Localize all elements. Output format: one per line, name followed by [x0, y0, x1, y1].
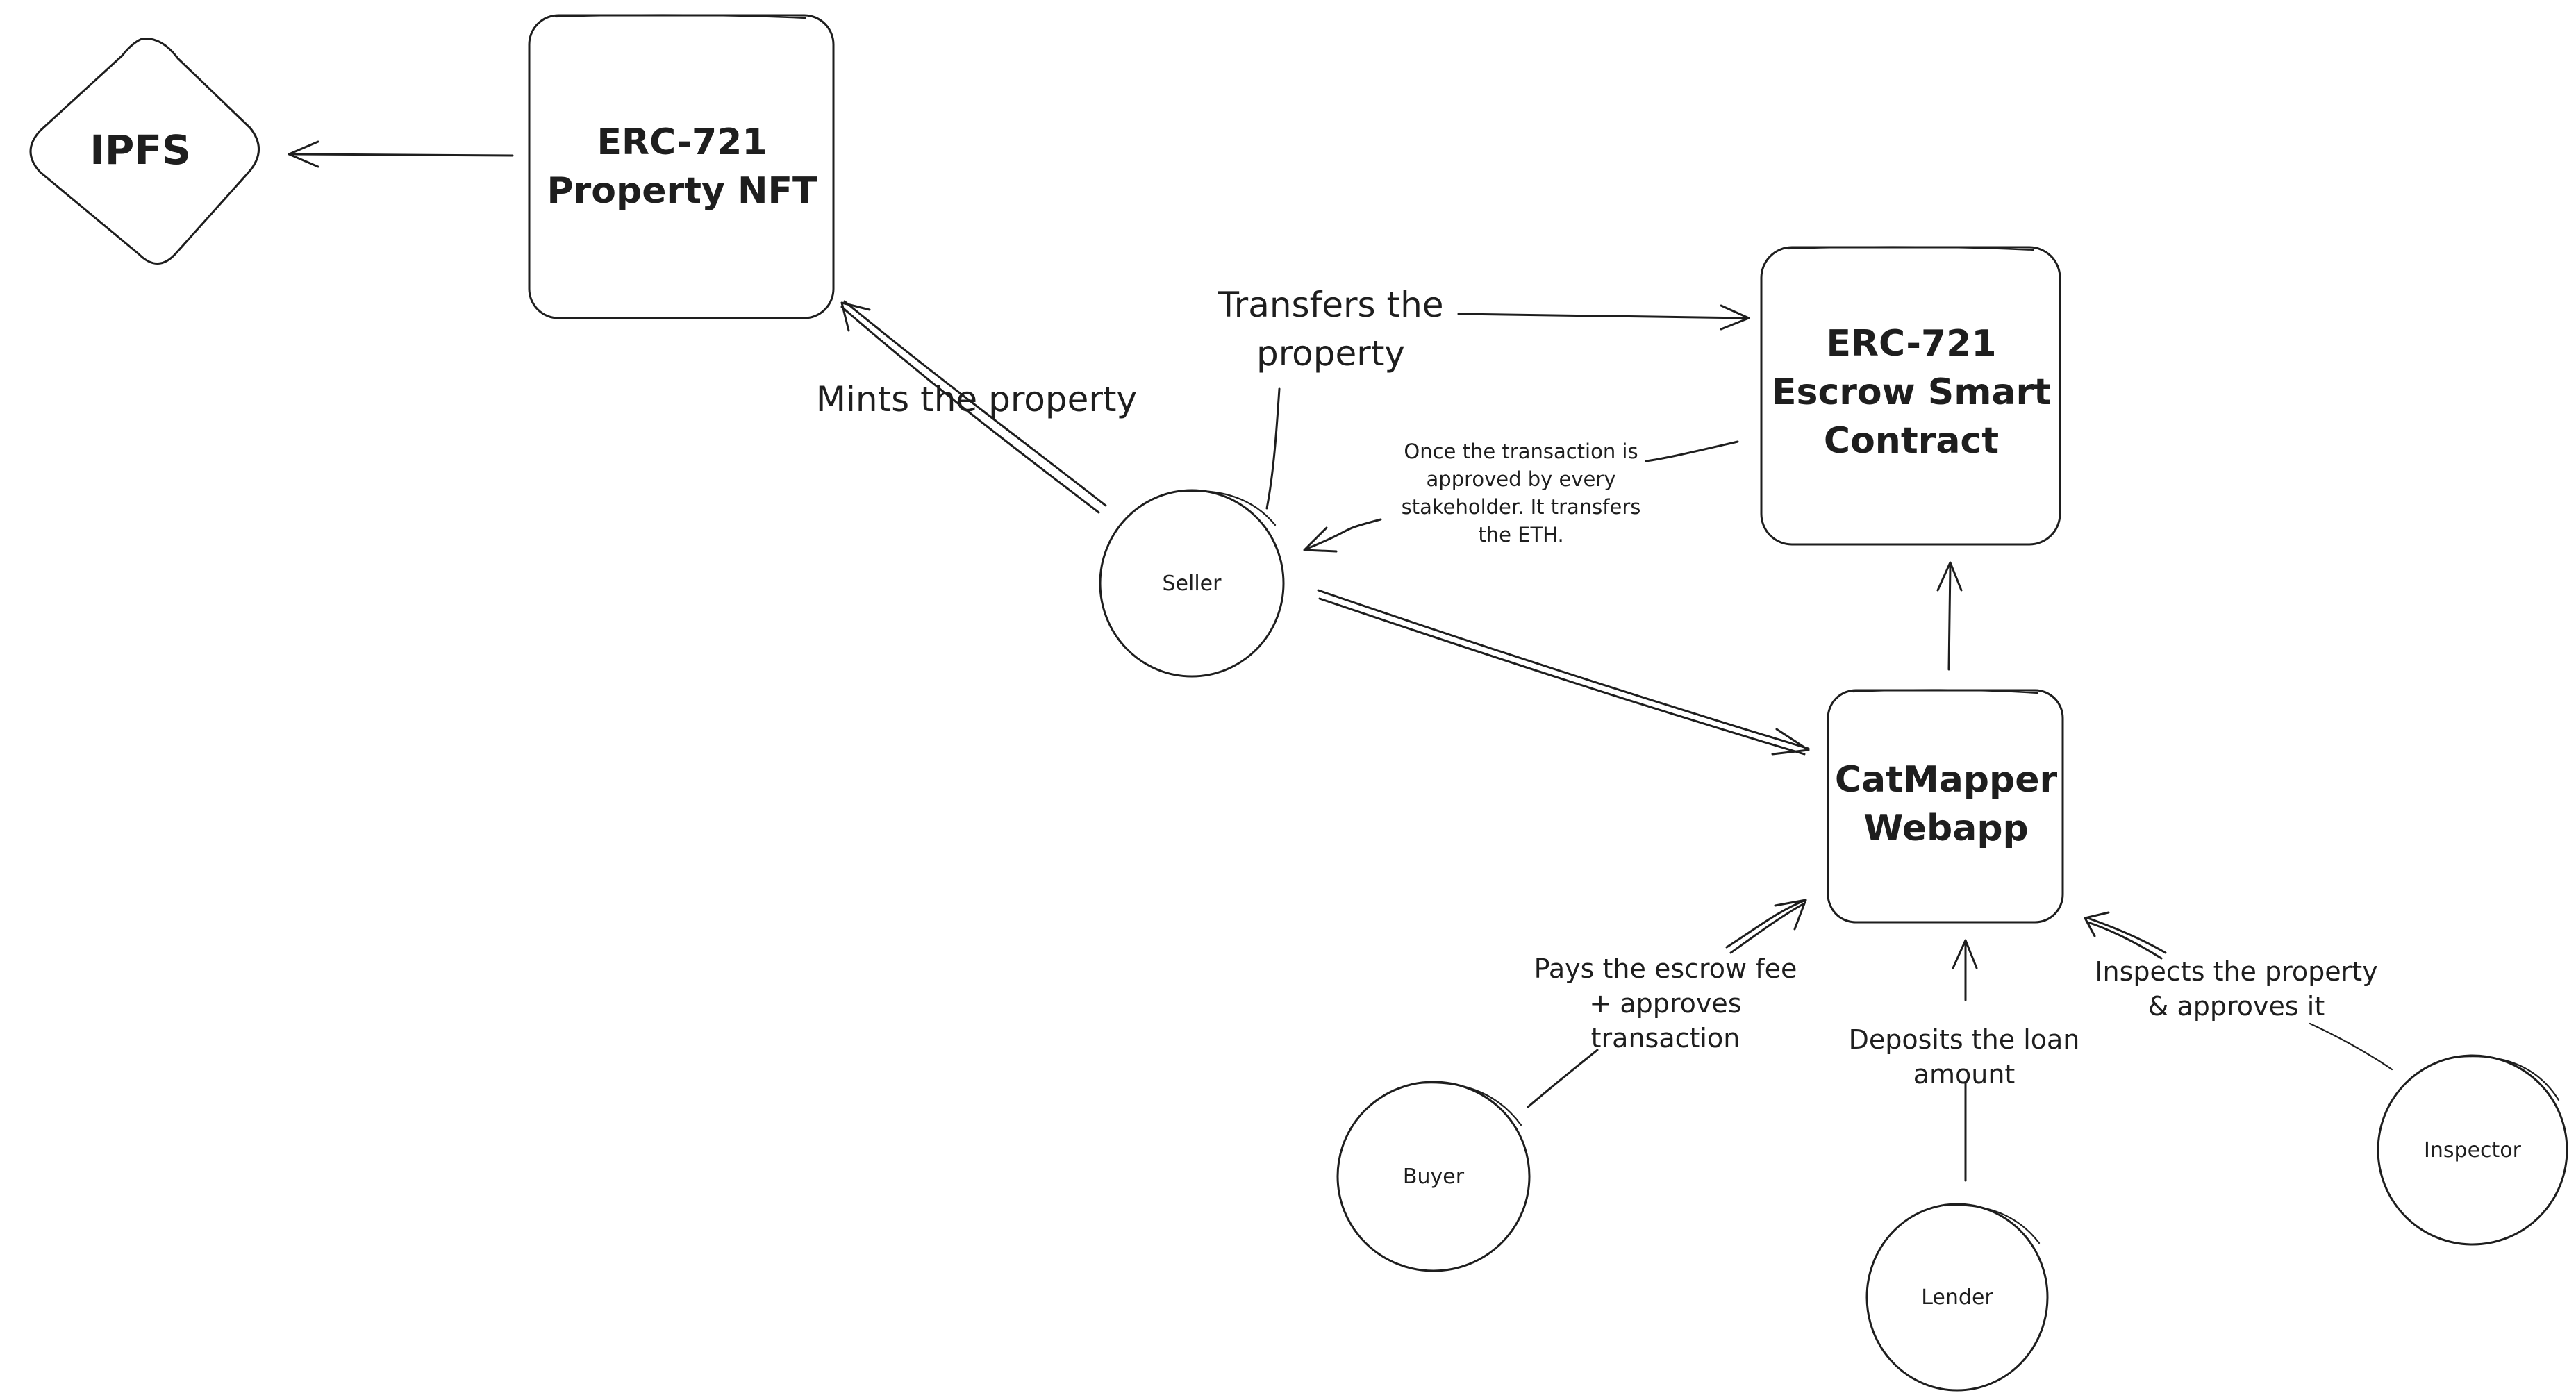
deposits-label-1: Deposits the loan [1849, 1024, 2080, 1055]
eth-label-4: the ETH. [1478, 523, 1563, 547]
ipfs-node: IPFS [29, 38, 260, 265]
edge-seller-to-webapp [1317, 589, 1810, 756]
buyer-node: Buyer [1336, 1081, 1531, 1272]
edge-escrow-to-seller [1303, 440, 1739, 553]
mints-label: Mints the property [816, 379, 1137, 419]
edge-lender-to-webapp [1952, 939, 1978, 1182]
seller-node: Seller [1099, 489, 1285, 678]
ipfs-label: IPFS [90, 126, 190, 174]
property-nft-label-1: ERC-721 [597, 122, 767, 163]
deposits-label: Deposits the loan amount [1849, 1024, 2080, 1090]
deposits-label-2: amount [1913, 1059, 2016, 1090]
edge-inspector-to-webapp [2084, 911, 2393, 1071]
property-nft-node: ERC-721 Property NFT [528, 14, 835, 319]
eth-transfer-label: Once the transaction is approved by ever… [1402, 440, 1641, 547]
edge-seller-to-nft [840, 300, 1107, 514]
escrow-label-2: Escrow Smart [1772, 372, 2051, 413]
inspector-label: Inspector [2424, 1138, 2522, 1162]
eth-label-1: Once the transaction is [1404, 440, 1638, 463]
pays-label-1: Pays the escrow fee [1534, 953, 1797, 984]
edge-seller-to-escrow [1265, 304, 1750, 510]
lender-label: Lender [1921, 1285, 1993, 1310]
buyer-label: Buyer [1403, 1165, 1465, 1189]
lender-node: Lender [1865, 1203, 2049, 1392]
inspects-label: Inspects the property & approves it [2095, 956, 2377, 1022]
edge-nft-to-ipfs [288, 140, 514, 168]
eth-label-2: approved by every [1427, 467, 1616, 491]
inspector-node: Inspector [2377, 1054, 2568, 1246]
pays-fee-label: Pays the escrow fee + approves transacti… [1534, 953, 1797, 1053]
escrow-label-3: Contract [1824, 420, 1999, 462]
webapp-label-1: CatMapper [1835, 759, 2058, 801]
inspects-label-2: & approves it [2148, 991, 2325, 1022]
mints-label-text: Mints the property [816, 379, 1137, 419]
property-nft-label-2: Property NFT [547, 170, 818, 212]
edge-webapp-to-escrow [1936, 561, 1963, 671]
catmapper-webapp-node: CatMapper Webapp [1827, 689, 2064, 924]
seller-label: Seller [1163, 572, 1222, 596]
eth-label-3: stakeholder. It transfers [1402, 495, 1641, 519]
edge-buyer-to-webapp [1527, 899, 1807, 1108]
inspects-label-1: Inspects the property [2095, 956, 2377, 987]
pays-label-3: transaction [1591, 1023, 1740, 1053]
transfers-label: Transfers the property [1217, 285, 1443, 374]
pays-label-2: + approves [1589, 988, 1741, 1019]
escrow-contract-node: ERC-721 Escrow Smart Contract [1760, 246, 2061, 546]
escrow-label-1: ERC-721 [1826, 323, 1996, 365]
transfers-label-1: Transfers the [1217, 285, 1443, 325]
webapp-label-2: Webapp [1863, 808, 2029, 849]
transfers-label-2: property [1256, 333, 1405, 374]
